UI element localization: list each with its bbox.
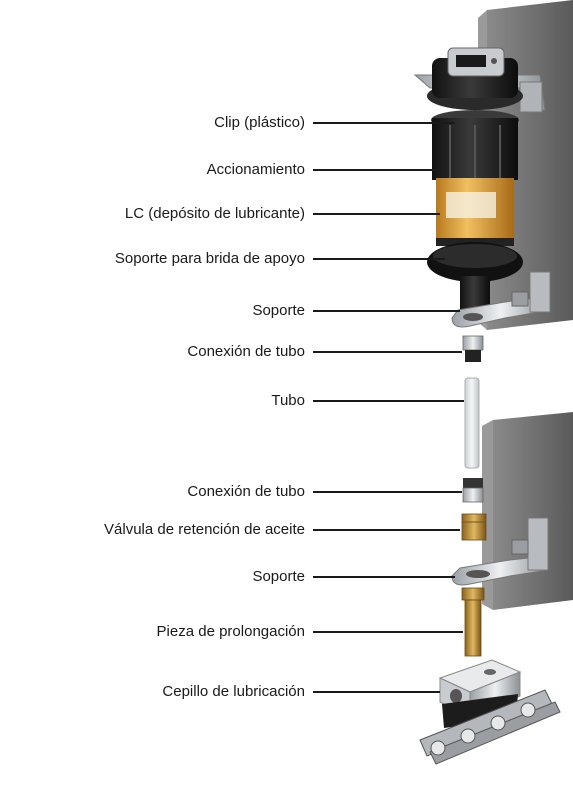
lower-mounting-plate	[482, 412, 573, 610]
callout-support-flange: Soporte para brida de apoyo	[114, 250, 305, 267]
callout-lubrication-brush: Cepillo de lubricación	[162, 683, 305, 700]
lubricator-head	[427, 47, 523, 130]
callout-extension-piece: Pieza de prolongación	[156, 623, 305, 640]
callout-lower-tube-connection: Conexión de tubo	[187, 483, 305, 500]
tube	[464, 377, 480, 469]
callout-tube: Tubo	[271, 392, 305, 409]
callout-upper-support: Soporte	[252, 302, 305, 319]
leader-lines	[313, 122, 464, 693]
upper-tube-connection	[462, 335, 484, 362]
roller-chain	[419, 689, 561, 765]
oil-check-valve	[461, 513, 487, 541]
lower-tube-connection	[462, 478, 484, 503]
lower-support-bracket	[451, 517, 549, 586]
callout-lubricant-reservoir: LC (depósito de lubricante)	[124, 205, 305, 222]
callout-oil-check-valve: Válvula de retención de aceite	[104, 521, 305, 538]
drive-body	[432, 118, 518, 180]
lubricant-reservoir	[436, 178, 514, 262]
callout-lower-support: Soporte	[252, 568, 305, 585]
callout-upper-tube-connection: Conexión de tubo	[187, 343, 305, 360]
extension-piece	[461, 587, 485, 657]
callout-drive: Accionamiento	[206, 161, 305, 178]
support-flange	[427, 242, 523, 312]
upper-support-bracket	[451, 271, 551, 328]
callout-clip: Clip (plástico)	[214, 114, 305, 131]
